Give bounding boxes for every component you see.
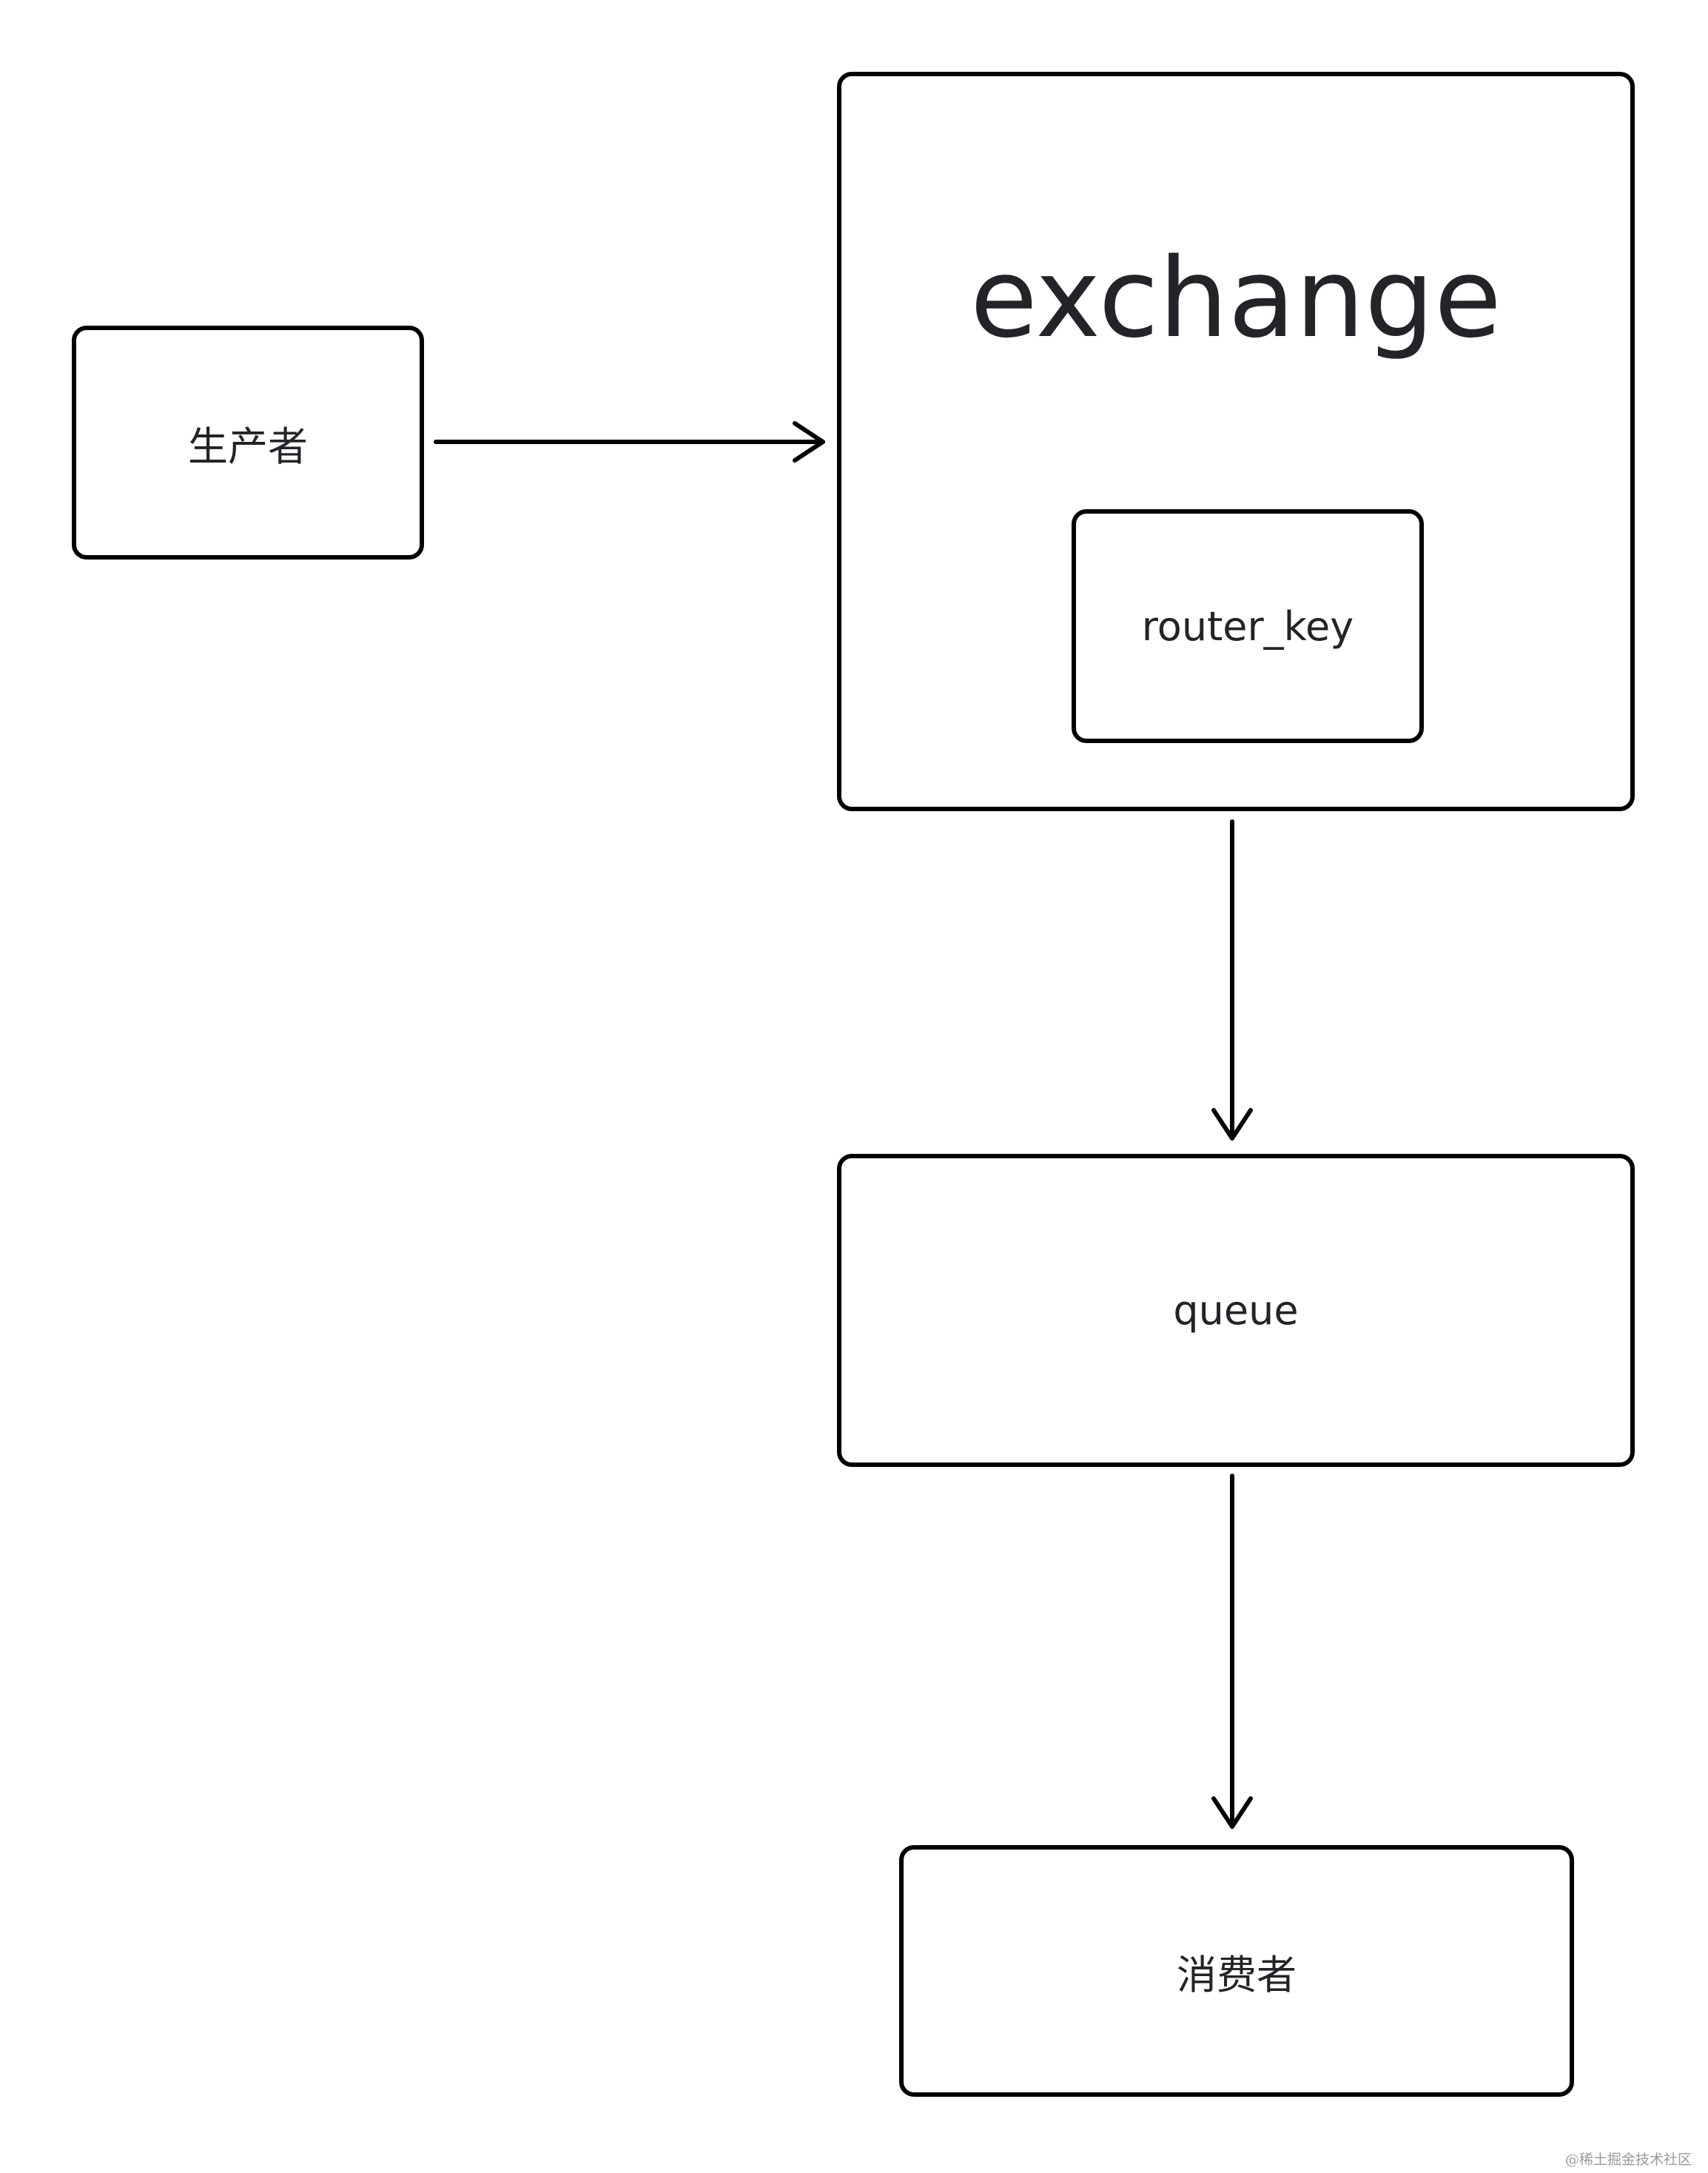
arrowhead-icon	[1211, 1796, 1253, 1829]
queue-node: queue	[837, 1154, 1635, 1467]
producer-label: 生产者	[188, 423, 308, 470]
exchange-label: exchange	[969, 235, 1502, 362]
watermark: @稀土掘金技术社区	[1564, 2152, 1692, 2168]
edge-producer-to-exchange	[434, 421, 825, 463]
queue-label: queue	[1173, 1287, 1299, 1334]
router-key-label: router_key	[1141, 602, 1354, 650]
producer-node: 生产者	[72, 326, 424, 560]
consumer-label: 消费者	[1177, 1951, 1297, 1998]
edge-queue-to-consumer	[1211, 1474, 1253, 1829]
router-key-node: router_key	[1072, 509, 1424, 743]
arrowhead-icon	[793, 421, 825, 463]
consumer-node: 消费者	[899, 1845, 1574, 2097]
exchange-node: exchange router_key	[837, 72, 1635, 811]
arrowhead-icon	[1211, 1108, 1253, 1141]
edge-exchange-to-queue	[1211, 819, 1253, 1141]
